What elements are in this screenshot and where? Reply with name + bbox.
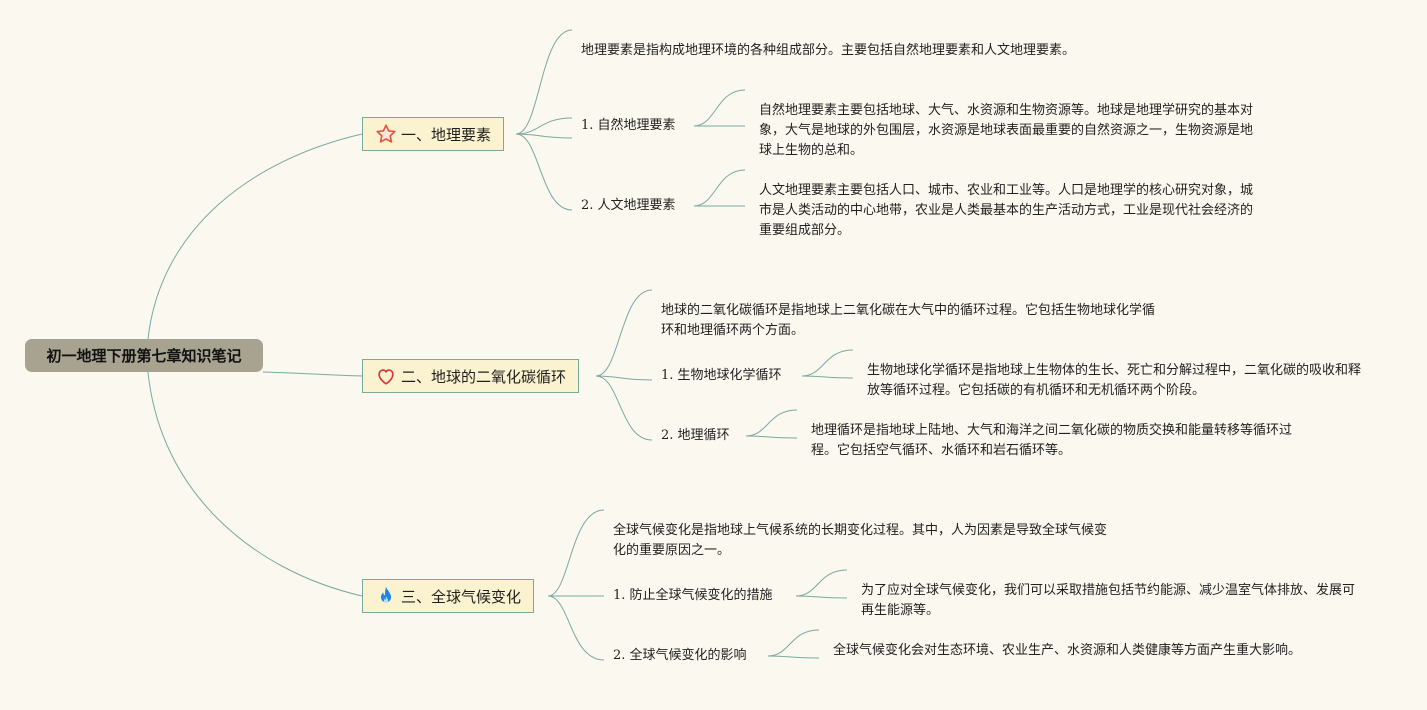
detail-5-line-2 bbox=[795, 595, 848, 599]
root-node[interactable]: 初一地理下册第七章知识笔记 bbox=[25, 339, 263, 372]
subtopic-node[interactable]: 1. 生物地球化学循环 bbox=[661, 368, 782, 383]
detail-4-line-2 bbox=[745, 435, 798, 439]
subtopic-detail: 生物地球化学循环是指地球上生物体的生长、死亡和分解过程中，二氧化碳的吸收和释放等… bbox=[867, 363, 1362, 398]
topic-label: 一、地理要素 bbox=[401, 125, 492, 144]
topic-2-branch-3-line bbox=[595, 375, 653, 441]
subtopic-node[interactable]: 2. 全球气候变化的影响 bbox=[613, 648, 747, 663]
heart-icon bbox=[375, 365, 397, 387]
subtopic-node[interactable]: 1. 防止全球气候变化的措施 bbox=[613, 588, 773, 603]
topic-intro: 全球气候变化是指地球上气候系统的长期变化过程。其中，人为因素是导致全球气候变化的… bbox=[613, 523, 1108, 558]
root-to-topic-3-line bbox=[147, 371, 363, 597]
subtopic-detail: 地理循环是指地球上陆地、大气和海洋之间二氧化碳的物质交换和能量转移等循环过程。它… bbox=[811, 423, 1293, 458]
detail-3-line-1 bbox=[801, 349, 854, 377]
subtopic-node[interactable]: 2. 人文地理要素 bbox=[581, 198, 676, 213]
topic-2-branch-1-line bbox=[595, 289, 653, 377]
detail-6-line-1 bbox=[767, 629, 820, 657]
topic-1-branch-1-line bbox=[515, 29, 573, 135]
root-to-topic-1-line bbox=[147, 133, 363, 340]
detail-2-line-1 bbox=[693, 169, 746, 207]
topic-2-branch-2-line bbox=[595, 375, 653, 381]
detail-4-line-1 bbox=[745, 409, 798, 437]
subtopic-node[interactable]: 2. 地理循环 bbox=[661, 428, 730, 443]
topic-3-branch-3-line bbox=[547, 595, 605, 661]
detail-6-line-2 bbox=[767, 655, 820, 659]
topic-node-geography-elements[interactable]: 一、地理要素 bbox=[362, 117, 505, 151]
topic-label: 三、全球气候变化 bbox=[401, 587, 522, 606]
subtopic-node[interactable]: 1. 自然地理要素 bbox=[581, 118, 676, 133]
detail-1-line-1 bbox=[693, 89, 746, 127]
subtopic-detail: 为了应对全球气候变化，我们可以采取措施包括节约能源、减少温室气体排放、发展可再生… bbox=[861, 583, 1356, 618]
root-title: 初一地理下册第七章知识笔记 bbox=[46, 347, 242, 365]
subtopic-detail: 自然地理要素主要包括地球、大气、水资源和生物资源等。地球是地理学研究的基本对象，… bbox=[759, 103, 1254, 158]
topic-intro: 地球的二氧化碳循环是指地球上二氧化碳在大气中的循环过程。它包括生物地球化学循环和… bbox=[661, 303, 1156, 338]
topic-node-carbon-cycle[interactable]: 二、地球的二氧化碳循环 bbox=[362, 359, 580, 393]
topic-1-branch-2-line bbox=[515, 117, 573, 135]
fire-icon bbox=[375, 585, 397, 607]
subtopic-detail: 全球气候变化会对生态环境、农业生产、水资源和人类健康等方面产生重大影响。 bbox=[833, 643, 1302, 658]
topic-intro: 地理要素是指构成地理环境的各种组成部分。主要包括自然地理要素和人文地理要素。 bbox=[581, 43, 1076, 58]
root-to-topic-2-line bbox=[262, 371, 363, 377]
detail-5-line-1 bbox=[795, 569, 848, 597]
topic-3-branch-1-line bbox=[547, 509, 605, 597]
subtopic-detail: 人文地理要素主要包括人口、城市、农业和工业等。人口是地理学的核心研究对象，城市是… bbox=[759, 183, 1254, 238]
topic-node-climate-change[interactable]: 三、全球气候变化 bbox=[362, 579, 535, 613]
topic-1-branch-3-line bbox=[515, 133, 573, 139]
topic-label: 二、地球的二氧化碳循环 bbox=[401, 367, 567, 386]
topic-1-branch-4-line bbox=[515, 133, 573, 211]
detail-3-line-2 bbox=[801, 375, 854, 379]
star-icon bbox=[375, 123, 397, 145]
